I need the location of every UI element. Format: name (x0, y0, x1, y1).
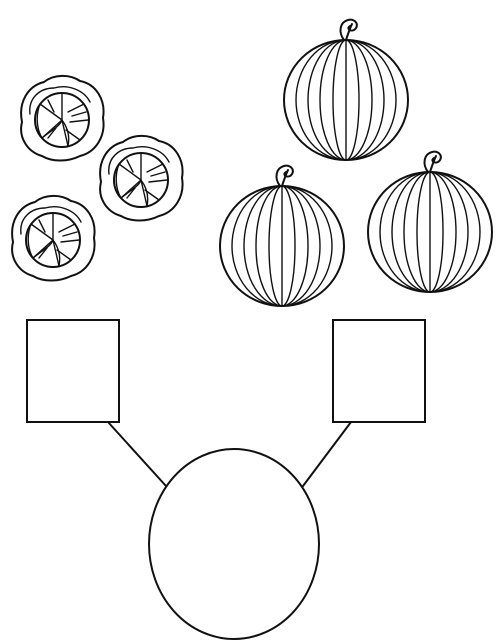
watermelon-group (220, 20, 492, 306)
watermelon-icon (220, 166, 344, 306)
watermelon-icon (284, 20, 408, 160)
cabbage-icon (21, 76, 103, 161)
total-answer-circle[interactable] (149, 449, 319, 639)
cabbage-icon (100, 136, 182, 221)
cabbage-group (12, 76, 182, 281)
watermelon-icon (368, 152, 492, 292)
connector-line-left (108, 422, 166, 486)
cabbage-icon (12, 196, 94, 281)
watermelon-count-box[interactable] (333, 320, 425, 422)
cabbage-count-box[interactable] (27, 320, 119, 422)
connector-line-right (303, 422, 351, 486)
